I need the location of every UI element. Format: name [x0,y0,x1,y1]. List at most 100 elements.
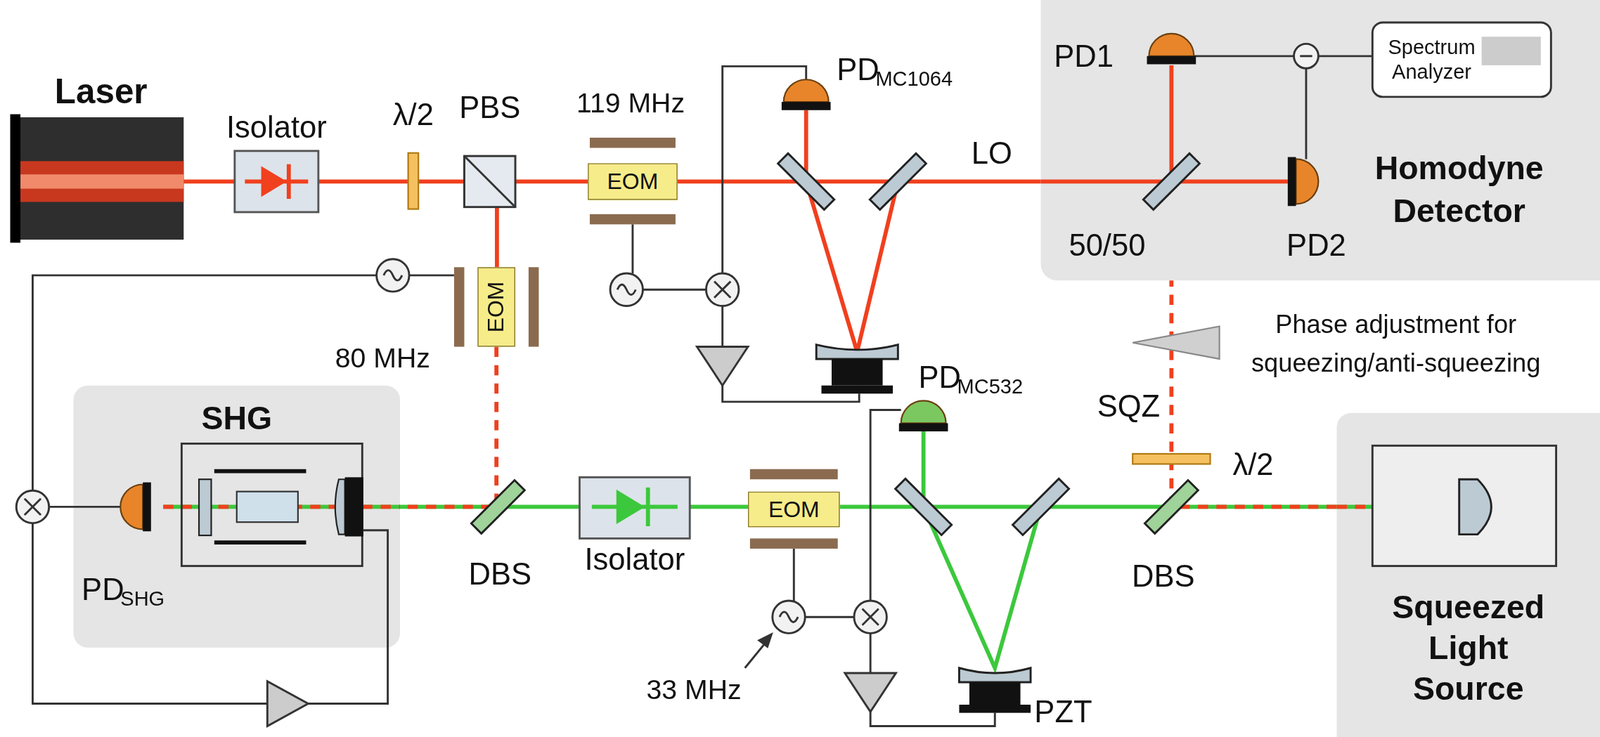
mirrors [471,153,1200,713]
panel-ground [73,0,1600,737]
electronic-wires [759,634,772,647]
shg-cavity [214,471,307,544]
electronics [705,273,739,306]
electronic-wires [1193,56,1373,160]
eom-box: EOM [587,163,678,200]
node-text: EOM [589,164,677,199]
node-text: Isolator [226,110,327,145]
photodetectors [120,33,1319,532]
faraday-isolator [234,151,690,540]
node-text: EOM [478,268,515,346]
faraday-isolator [616,489,646,525]
eom-box: EOM [477,267,516,347]
part-label: PD1 [1053,39,1114,74]
part-label: 50/50 [1068,227,1146,262]
eom-electrodes [454,137,838,550]
faraday-isolator [234,151,319,213]
electronics [772,601,805,634]
photodetectors [120,482,152,533]
waveplate [1132,454,1210,465]
laser-source [18,160,184,202]
squeezer-cavity [1372,445,1556,566]
faraday-isolator [286,164,292,199]
shg-cavity [198,479,211,536]
electronics [1372,22,1551,98]
photodetectors [1287,157,1319,207]
part-label: λ/2 [1232,447,1274,481]
node-text: Laser [54,71,148,112]
mirrors [969,682,1021,706]
photodetectors [781,79,831,111]
part-label: MC1064 [875,67,953,90]
part-label: λ/2 [392,97,434,132]
panel-ground [1337,413,1600,737]
wedge [1132,326,1219,359]
electronics [267,347,896,727]
beam-label: LO [971,136,1013,171]
panel-ground [73,385,400,649]
laser-beam [677,179,1042,184]
electronic-wires [32,56,1373,727]
waveplate [408,153,1211,465]
shg-cavity [335,479,346,535]
electronics [1294,43,1319,69]
mirrors [821,385,893,395]
electronics [1299,54,1312,57]
node-text: Squeezed Light Source [1377,586,1560,710]
part-label: 80 MHz [335,343,431,374]
laser-beams [497,65,1288,268]
laser-box: Laser [18,117,184,240]
part-label: PZT [1034,695,1092,729]
shg-cavity [236,492,299,524]
squeezer-cavity [1459,479,1492,535]
laser-source [10,114,185,244]
squeezer-cavity [1372,445,1556,566]
eom-electrodes [589,214,676,225]
mirrors [1013,478,1070,535]
wedge [1132,326,1219,359]
part-label: PD2 [1286,227,1347,262]
electronics [610,273,643,306]
polarizing-beam-splitter [463,156,516,208]
eom-electrodes [750,538,838,550]
eom-box: EOM [747,492,841,528]
mirrors [816,345,898,360]
waveplate [408,153,419,210]
faraday-isolator [261,166,287,198]
laser-beam [183,179,235,184]
shg-cavity [181,443,363,566]
part-label: PD [836,52,880,87]
part-label: PD [918,360,961,395]
laser-beam [318,179,588,184]
node-text: Isolator [584,542,685,578]
photodetectors [899,400,949,432]
panel-ground [1041,0,1600,281]
squeezer-panel: Squeezed Light Source [1337,413,1600,737]
eom-electrodes [750,469,838,481]
mirrors [869,153,926,210]
shg-cavity [345,477,364,537]
electronics [376,259,410,292]
part-label: 119 MHz [576,89,685,120]
mirrors [1144,480,1198,534]
part-label: PD [81,572,125,607]
spectrum-analyzer-box: Spectrum Analyzer [1372,22,1551,98]
node-text: SHG [73,400,400,438]
faraday-isolator [579,477,690,539]
electronics [16,490,49,524]
polarizing-beam-splitter [463,156,516,208]
mirrors [958,668,1031,683]
isolator-box: Isolator [234,151,319,213]
laser-source [10,114,22,244]
isolator-box: Isolator [579,477,690,539]
mirrors [831,359,883,386]
part-label: 33 MHz [646,675,742,706]
polarizing-beam-splitter [463,156,516,208]
mirrors [958,705,1031,714]
node-text: Homodyne Detector [1326,147,1592,233]
shg-cavity [181,443,363,566]
mirrors [778,153,835,210]
part-label: PBS [459,89,521,124]
mirrors [895,478,952,535]
